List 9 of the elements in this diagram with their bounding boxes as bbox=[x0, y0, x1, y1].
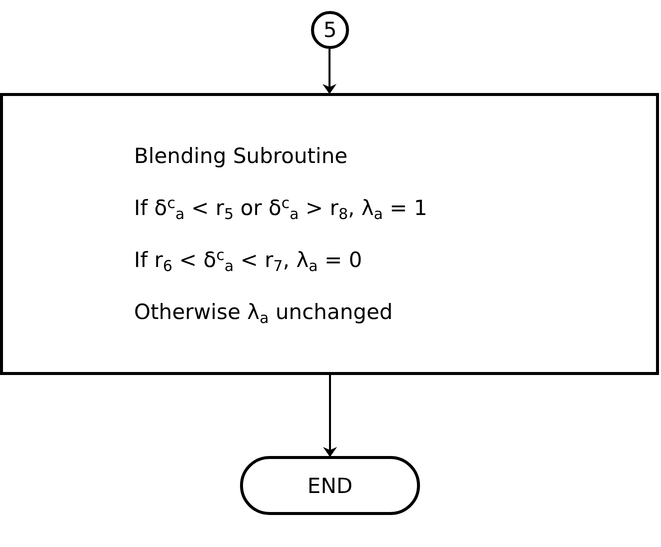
node-label: END bbox=[307, 472, 353, 500]
arrow bbox=[323, 375, 337, 457]
arrow bbox=[322, 49, 336, 94]
heading-text: Blending Subroutine bbox=[134, 143, 349, 170]
formula-text: Otherwise λ$_{a}$ unchanged bbox=[134, 299, 394, 327]
node-label: 5 bbox=[323, 17, 337, 44]
formula-text: If δ$^{c}$$_{a}$ < r$_{5}$ or δ$^{c}$$_{a}$ > r$_{8}$, λ$_{a}$ = 1 bbox=[134, 193, 428, 223]
formula-text: If r$_{6}$ < δ$^{c}$$_{a}$ < r$_{7}$, λ$_{a}$ = 0 bbox=[134, 245, 364, 275]
process-box bbox=[0, 93, 659, 375]
